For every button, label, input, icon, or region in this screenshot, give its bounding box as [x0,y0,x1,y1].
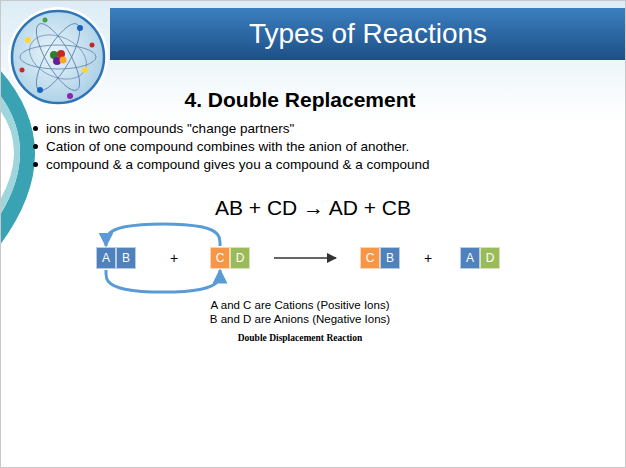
swap-arrow [106,270,220,292]
swap-arrow [106,224,220,246]
ion-box: D [480,247,500,269]
ion-box: B [116,247,136,269]
ion-letter: D [486,251,495,265]
note-text: B and D are Anions (Negative Ions) [210,313,390,325]
ion-letter: B [122,251,130,265]
note-text: A and C are Cations (Positive Ions) [211,299,390,311]
diagram-caption: Double Displacement Reaction [238,333,363,343]
atom-icon [8,7,108,107]
bullet-text: Cation of one compound combines with the… [46,139,409,154]
ion-box: A [460,247,480,269]
slide-title: Types of Reactions [249,18,487,50]
ion-letter: B [386,251,394,265]
title-band [110,8,626,60]
ion-letter: C [216,251,225,265]
section-heading: 4. Double Replacement [184,88,415,112]
ion-letter: A [102,251,110,265]
ion-letter: A [466,251,474,265]
bullet-text: compound & a compound gives you a compou… [46,157,430,172]
plus-sign: + [424,250,432,266]
plus-sign: + [170,250,178,266]
side-band-light [0,95,20,215]
reaction-arrow [274,257,336,259]
ion-box: A [96,247,116,269]
ion-letter: D [236,251,245,265]
ion-box: B [380,247,400,269]
ion-box: C [210,247,230,269]
ion-box: D [230,247,250,269]
header-ground [0,0,626,120]
ion-box: C [360,247,380,269]
equation: AB + CD → AD + CB [215,196,411,220]
ion-letter: C [366,251,375,265]
bullet-text: ions in two compounds "change partners" [46,121,294,136]
